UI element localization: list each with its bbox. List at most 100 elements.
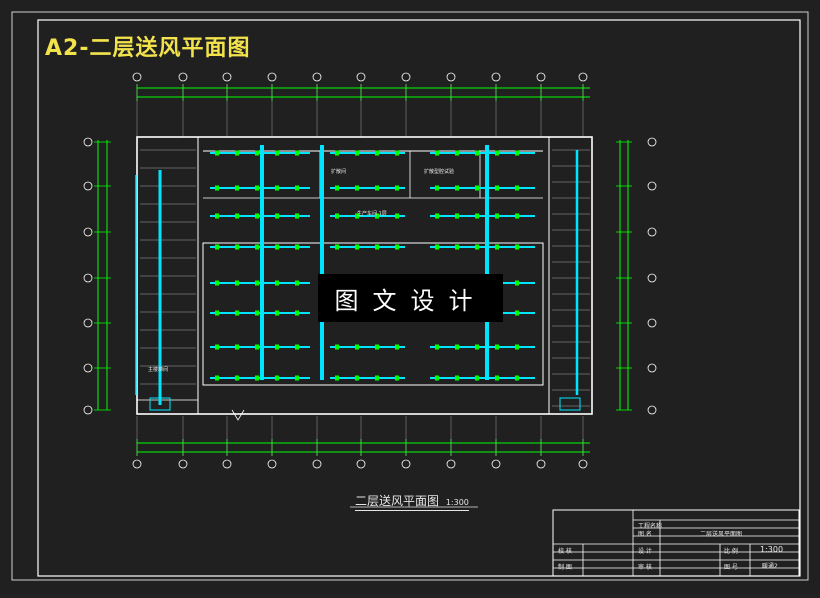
outer-frame (11, 11, 809, 581)
air-diffuser (515, 150, 519, 156)
air-diffuser (355, 344, 359, 350)
air-diffuser (235, 244, 239, 250)
axis-bubble-top (132, 72, 142, 82)
axis-bubble-bottom (356, 459, 366, 469)
air-diffuser (215, 185, 219, 191)
axis-bubble-top (401, 72, 411, 82)
air-diffuser (255, 185, 259, 191)
drawing-title: A2-二层送风平面图 (45, 36, 251, 61)
air-diffuser (235, 150, 239, 156)
air-diffuser (335, 150, 339, 156)
air-diffuser (515, 213, 519, 219)
room-label-4: 主楼梯间 (148, 367, 169, 373)
air-diffuser (215, 244, 219, 250)
tb-drawing-name-label: 图 名 (638, 531, 652, 538)
axis-bubble-right (647, 181, 657, 191)
air-diffuser (215, 344, 219, 350)
air-diffuser (435, 344, 439, 350)
air-diffuser (395, 185, 399, 191)
air-diffuser (255, 150, 259, 156)
tb-proofread-label: 校 核 (558, 548, 572, 555)
air-diffuser (395, 150, 399, 156)
axis-bubble-bottom (491, 459, 501, 469)
plan-caption: 二层送风平面图 1:300 (355, 492, 469, 511)
room-label-2: 扩散型腔试验 (424, 169, 455, 175)
air-diffuser (295, 150, 299, 156)
axis-bubble-bottom (222, 459, 232, 469)
air-diffuser (255, 244, 259, 250)
air-diffuser (215, 150, 219, 156)
air-diffuser (435, 150, 439, 156)
axis-bubble-top (356, 72, 366, 82)
plan-caption-text: 二层送风平面图 (355, 494, 440, 508)
axis-bubble-bottom (578, 459, 588, 469)
tb-scale-label: 比 例 (724, 548, 738, 555)
air-diffuser (275, 344, 279, 350)
air-diffuser (335, 213, 339, 219)
air-diffuser (275, 375, 279, 381)
air-diffuser (255, 344, 259, 350)
air-diffuser (375, 244, 379, 250)
air-diffuser (295, 344, 299, 350)
air-diffuser (215, 310, 219, 316)
air-diffuser (255, 213, 259, 219)
air-diffuser (295, 375, 299, 381)
stair-unit (149, 397, 171, 411)
air-diffuser (255, 310, 259, 316)
air-diffuser (335, 244, 339, 250)
air-diffuser (255, 280, 259, 286)
air-diffuser (375, 150, 379, 156)
axis-bubble-left (83, 181, 93, 191)
stair-unit-east (559, 397, 581, 411)
air-diffuser (295, 310, 299, 316)
inner-frame (37, 19, 801, 577)
air-diffuser (395, 375, 399, 381)
room-label-3: 生产车间 1层 (357, 211, 387, 217)
air-diffuser (435, 375, 439, 381)
axis-bubble-bottom (536, 459, 546, 469)
air-diffuser (515, 280, 519, 286)
air-diffuser (495, 185, 499, 191)
air-diffuser (235, 310, 239, 316)
air-diffuser (455, 375, 459, 381)
tb-drawing-name-value: 二层送风平面图 (700, 531, 743, 538)
axis-bubble-bottom (132, 459, 142, 469)
air-diffuser (515, 185, 519, 191)
air-diffuser (275, 280, 279, 286)
tb-number-label: 图 号 (724, 564, 738, 571)
air-diffuser (375, 213, 379, 219)
air-diffuser (475, 244, 479, 250)
air-diffuser (475, 375, 479, 381)
air-diffuser (295, 280, 299, 286)
tb-number-value: 暖通2 (762, 563, 778, 570)
watermark-label: 图文设计 (318, 274, 503, 322)
air-diffuser (375, 375, 379, 381)
air-diffuser (395, 213, 399, 219)
axis-bubble-right (647, 318, 657, 328)
axis-bubble-bottom (312, 459, 322, 469)
air-diffuser (375, 344, 379, 350)
air-diffuser (515, 244, 519, 250)
air-diffuser (355, 244, 359, 250)
air-diffuser (255, 375, 259, 381)
air-diffuser (295, 244, 299, 250)
tb-scale-value: 1:300 (760, 545, 784, 554)
axis-bubble-top (578, 72, 588, 82)
air-diffuser (435, 185, 439, 191)
air-diffuser (355, 185, 359, 191)
tb-design-label: 设 计 (638, 548, 652, 555)
air-diffuser (475, 213, 479, 219)
air-diffuser (275, 213, 279, 219)
air-diffuser (435, 213, 439, 219)
air-diffuser (215, 375, 219, 381)
door-symbol (231, 409, 245, 421)
axis-bubble-top (312, 72, 322, 82)
building-outline (136, 136, 593, 415)
air-diffuser (275, 244, 279, 250)
tb-check-label: 审 核 (638, 564, 652, 571)
air-diffuser (475, 185, 479, 191)
axis-bubble-left (83, 363, 93, 373)
air-diffuser (275, 310, 279, 316)
axis-bubble-right (647, 405, 657, 415)
